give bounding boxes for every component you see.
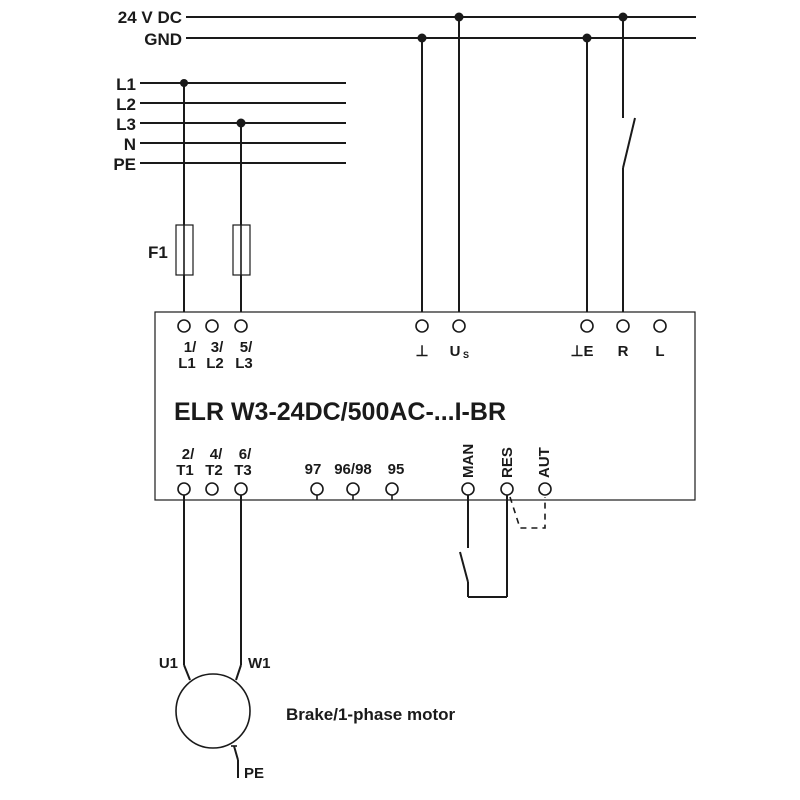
device-model-title: ELR W3-24DC/500AC-...I-BR [174,398,506,426]
terminal-6-t3 [234,482,248,496]
terminal-3-l2 [205,319,219,333]
bus-gnd-label: GND [144,30,182,49]
wire-motor-pe [233,745,239,761]
terminal-l-label: L [655,343,664,360]
terminal-man [461,482,475,496]
terminal-aut-label: AUT [536,447,553,478]
terminal-97 [310,482,324,496]
terminal-4-label-top: 4/ [210,446,223,463]
bus-24vdc-label: 24 V DC [118,8,182,27]
terminal-aut [538,482,552,496]
terminal-man-label: MAN [460,444,477,478]
terminal-gnd [415,319,429,333]
wire-w1-kink [235,664,242,681]
device-housing [154,311,696,501]
terminal-97-label: 97 [305,461,322,478]
bus-l1-label: L1 [116,75,136,94]
terminal-5-label-bottom: L3 [235,355,253,372]
terminal-ground-e [580,319,594,333]
terminal-5-label-top: 5/ [240,339,253,356]
motor-pe-label: PE [244,765,264,782]
terminal-96-98-label: 96/98 [334,461,372,478]
bus-l2-label: L2 [116,95,136,114]
terminal-4-label-bottom: T2 [205,462,223,479]
terminal-6-label-top: 6/ [239,446,252,463]
terminal-6-label-bottom: T3 [234,462,252,479]
terminal-1-label-top: 1/ [184,339,197,356]
terminal-res-label: RES [499,447,516,478]
fuse-label: F1 [148,243,168,262]
terminal-us-subscript: S [463,350,469,360]
bus-n-label: N [124,135,136,154]
bus-pe-label: PE [113,155,136,174]
terminal-ground-e-label: ⊥E [570,343,593,360]
terminal-5-l3 [234,319,248,333]
terminal-l [653,319,667,333]
motor-u1-label: U1 [159,655,178,672]
pushbutton-blade [459,551,469,583]
terminal-r-label: R [618,343,629,360]
terminal-4-t2 [205,482,219,496]
wire-u1-kink [183,664,191,681]
terminal-3-label-bottom: L2 [206,355,224,372]
terminal-us-label: U [450,343,461,360]
motor-w1-label: W1 [248,655,271,672]
bus-l3-label: L3 [116,115,136,134]
terminal-3-label-top: 3/ [211,339,224,356]
terminal-res [500,482,514,496]
terminal-gnd-label: ⊥ [415,343,428,360]
motor-caption: Brake/1-phase motor [286,705,455,724]
terminal-95 [385,482,399,496]
terminal-us [452,319,466,333]
terminal-2-label-bottom: T1 [176,462,194,479]
terminal-96-98 [346,482,360,496]
terminal-2-label-top: 2/ [182,446,195,463]
terminal-95-label: 95 [388,461,405,478]
motor-symbol [175,673,251,749]
terminal-1-l1 [177,319,191,333]
terminal-1-label-bottom: L1 [178,355,196,372]
switch-r-blade [622,117,636,169]
terminal-r [616,319,630,333]
res-aut-optional-bridge [509,496,546,529]
terminal-2-t1 [177,482,191,496]
